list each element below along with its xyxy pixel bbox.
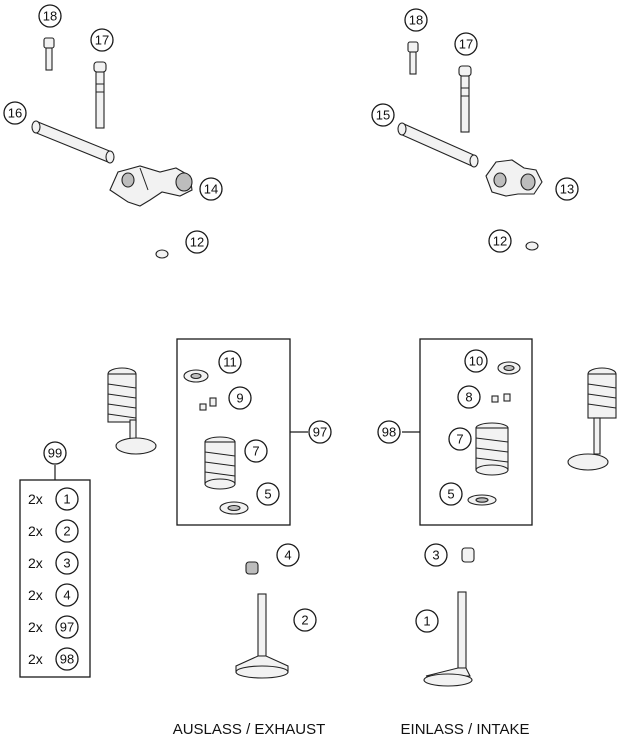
callout-10: 10 <box>464 349 488 373</box>
kit-99-row: 2x 2 <box>28 519 79 543</box>
kit-99-qty: 2x <box>28 555 43 571</box>
kit-99-part: 4 <box>63 588 70 603</box>
callout-14: 14 <box>199 177 223 201</box>
svg-text:9: 9 <box>236 391 243 406</box>
part-7-valve-spring-exhaust <box>204 436 236 490</box>
callout-17-left: 17 <box>90 28 114 52</box>
kit-99-qty: 2x <box>28 491 43 507</box>
svg-text:7: 7 <box>252 444 259 459</box>
svg-text:98: 98 <box>382 425 396 440</box>
svg-text:12: 12 <box>493 234 507 249</box>
part-12-pad-right <box>525 241 539 251</box>
part-5-spring-seat-intake <box>467 494 497 506</box>
exhaust-valve-assembly-illustration <box>107 367 157 455</box>
kit-99-qty: 2x <box>28 619 43 635</box>
part-18-bolt-left <box>43 37 55 71</box>
svg-text:14: 14 <box>204 182 218 197</box>
kit-99-part: 2 <box>63 524 70 539</box>
svg-text:13: 13 <box>560 182 574 197</box>
callout-1: 1 <box>415 609 439 633</box>
kit-99-row: 2x 98 <box>28 647 79 671</box>
callout-15: 15 <box>371 103 395 127</box>
kit-99-part: 97 <box>60 620 74 635</box>
part-17-pin-right <box>458 65 472 133</box>
callout-7-exhaust: 7 <box>244 439 268 463</box>
part-2-exhaust-valve <box>235 593 289 679</box>
callout-17-right: 17 <box>454 32 478 56</box>
part-17-pin-left <box>93 61 107 129</box>
callout-5-intake: 5 <box>439 482 463 506</box>
svg-text:4: 4 <box>284 548 291 563</box>
svg-text:7: 7 <box>456 432 463 447</box>
part-5-spring-seat-exhaust <box>219 501 249 515</box>
part-13-rocker-arm <box>485 159 543 197</box>
callout-7-intake: 7 <box>448 427 472 451</box>
callout-98: 98 <box>377 420 401 444</box>
kit-99-row: 2x 97 <box>28 615 79 639</box>
callout-97: 97 <box>308 420 332 444</box>
callout-4: 4 <box>276 543 300 567</box>
kit-99-qty: 2x <box>28 651 43 667</box>
kit-99-part: 98 <box>60 652 74 667</box>
svg-text:18: 18 <box>409 13 423 28</box>
part-8-valve-keepers <box>491 393 511 403</box>
part-1-intake-valve <box>423 591 473 687</box>
callout-12-left: 12 <box>185 230 209 254</box>
kit-99-part: 3 <box>63 556 70 571</box>
part-3-valve-stem-seal-intake <box>461 547 475 563</box>
kit-99-qty: 2x <box>28 523 43 539</box>
svg-text:15: 15 <box>376 108 390 123</box>
svg-text:18: 18 <box>43 9 57 24</box>
svg-text:5: 5 <box>264 487 271 502</box>
callout-5-exhaust: 5 <box>256 482 280 506</box>
intake-label: EINLASS / INTAKE <box>401 721 530 738</box>
exhaust-label: AUSLASS / EXHAUST <box>173 721 326 738</box>
svg-text:17: 17 <box>95 33 109 48</box>
svg-text:11: 11 <box>223 355 237 370</box>
callout-2: 2 <box>293 608 317 632</box>
callout-18-left: 18 <box>38 4 62 28</box>
kit-99-qty: 2x <box>28 587 43 603</box>
svg-text:10: 10 <box>469 354 483 369</box>
kit-99-row: 2x 4 <box>28 583 79 607</box>
callout-99: 99 <box>43 441 67 465</box>
intake-valve-assembly-illustration <box>567 367 617 471</box>
part-12-pad-left <box>155 249 169 259</box>
callout-9: 9 <box>228 386 252 410</box>
kit-99-row: 2x 3 <box>28 551 79 575</box>
part-15-rocker-shaft <box>397 122 479 168</box>
callout-8: 8 <box>457 385 481 409</box>
callout-18-right: 18 <box>404 8 428 32</box>
svg-text:1: 1 <box>423 614 430 629</box>
svg-text:5: 5 <box>447 487 454 502</box>
svg-text:12: 12 <box>190 235 204 250</box>
svg-text:97: 97 <box>313 425 327 440</box>
part-16-rocker-shaft <box>31 120 115 164</box>
callout-16: 16 <box>3 101 27 125</box>
callout-12-right: 12 <box>488 229 512 253</box>
svg-text:8: 8 <box>465 390 472 405</box>
part-14-rocker-arm <box>109 165 193 207</box>
part-4-valve-stem-seal-exhaust <box>245 561 259 575</box>
callout-11: 11 <box>218 350 242 374</box>
part-9-valve-keepers <box>199 397 217 411</box>
svg-text:17: 17 <box>459 37 473 52</box>
callout-13: 13 <box>555 177 579 201</box>
part-18-bolt-right <box>407 41 419 75</box>
part-7-valve-spring-intake <box>475 422 509 476</box>
svg-text:3: 3 <box>432 548 439 563</box>
part-11-spring-retainer <box>183 369 209 383</box>
kit-99-row: 2x 1 <box>28 487 79 511</box>
svg-text:99: 99 <box>48 446 62 461</box>
svg-text:2: 2 <box>301 613 308 628</box>
kit-99-part: 1 <box>63 492 70 507</box>
kit-99-frame <box>19 479 91 678</box>
svg-text:16: 16 <box>8 106 22 121</box>
callout-3: 3 <box>424 543 448 567</box>
part-10-spring-retainer <box>497 361 521 375</box>
